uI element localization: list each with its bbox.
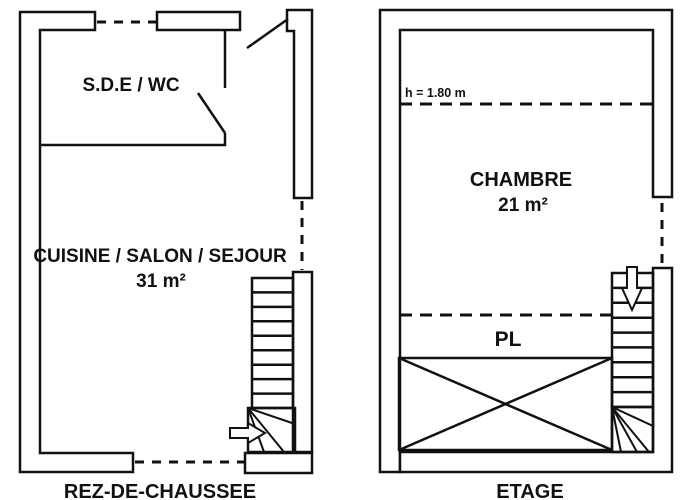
etage-stair-winder-box — [610, 405, 655, 454]
etage-staircase — [610, 266, 655, 454]
rdc-living-room-area: 31 m² — [136, 271, 186, 292]
etage-pl-crossed-box — [397, 356, 614, 452]
etage-chambre-area: 21 m² — [498, 195, 548, 216]
rdc-stair-direction-arrow — [229, 421, 267, 445]
rdc-top-wall-segment — [155, 10, 242, 32]
rdc-plan-title: REZ-DE-CHAUSSEE — [64, 481, 256, 500]
etage-stair-winder-fan — [611, 406, 654, 453]
rdc-stair-treads — [252, 291, 293, 395]
rdc-entry-door-leaf — [246, 17, 289, 50]
etage-outer-wall-upper — [378, 8, 674, 474]
plan-rez-de-chaussee: S.D.E / WC CUISINE / SALON / SEJOUR 31 m… — [18, 8, 314, 500]
rdc-stair-landing — [243, 451, 314, 475]
etage-height-note: h = 1.80 m — [405, 86, 466, 100]
rdc-living-room-label: CUISINE / SALON / SEJOUR — [33, 246, 287, 267]
rdc-sde-room-label: S.D.E / WC — [82, 75, 179, 96]
etage-plan-title: ETAGE — [496, 481, 563, 500]
plan-etage: h = 1.80 m PL — [378, 8, 674, 500]
rdc-right-wall — [285, 8, 314, 200]
rdc-left-wall — [18, 10, 135, 474]
rdc-sde-door-leaf — [196, 92, 227, 134]
etage-chambre-label: CHAMBRE — [470, 169, 572, 191]
etage-pl-label: PL — [495, 328, 522, 351]
rdc-stair-treads-box — [250, 276, 295, 410]
etage-stair-direction-arrow — [620, 266, 644, 313]
rdc-staircase — [229, 270, 314, 475]
rdc-sde-bottom-wall — [40, 133, 227, 147]
